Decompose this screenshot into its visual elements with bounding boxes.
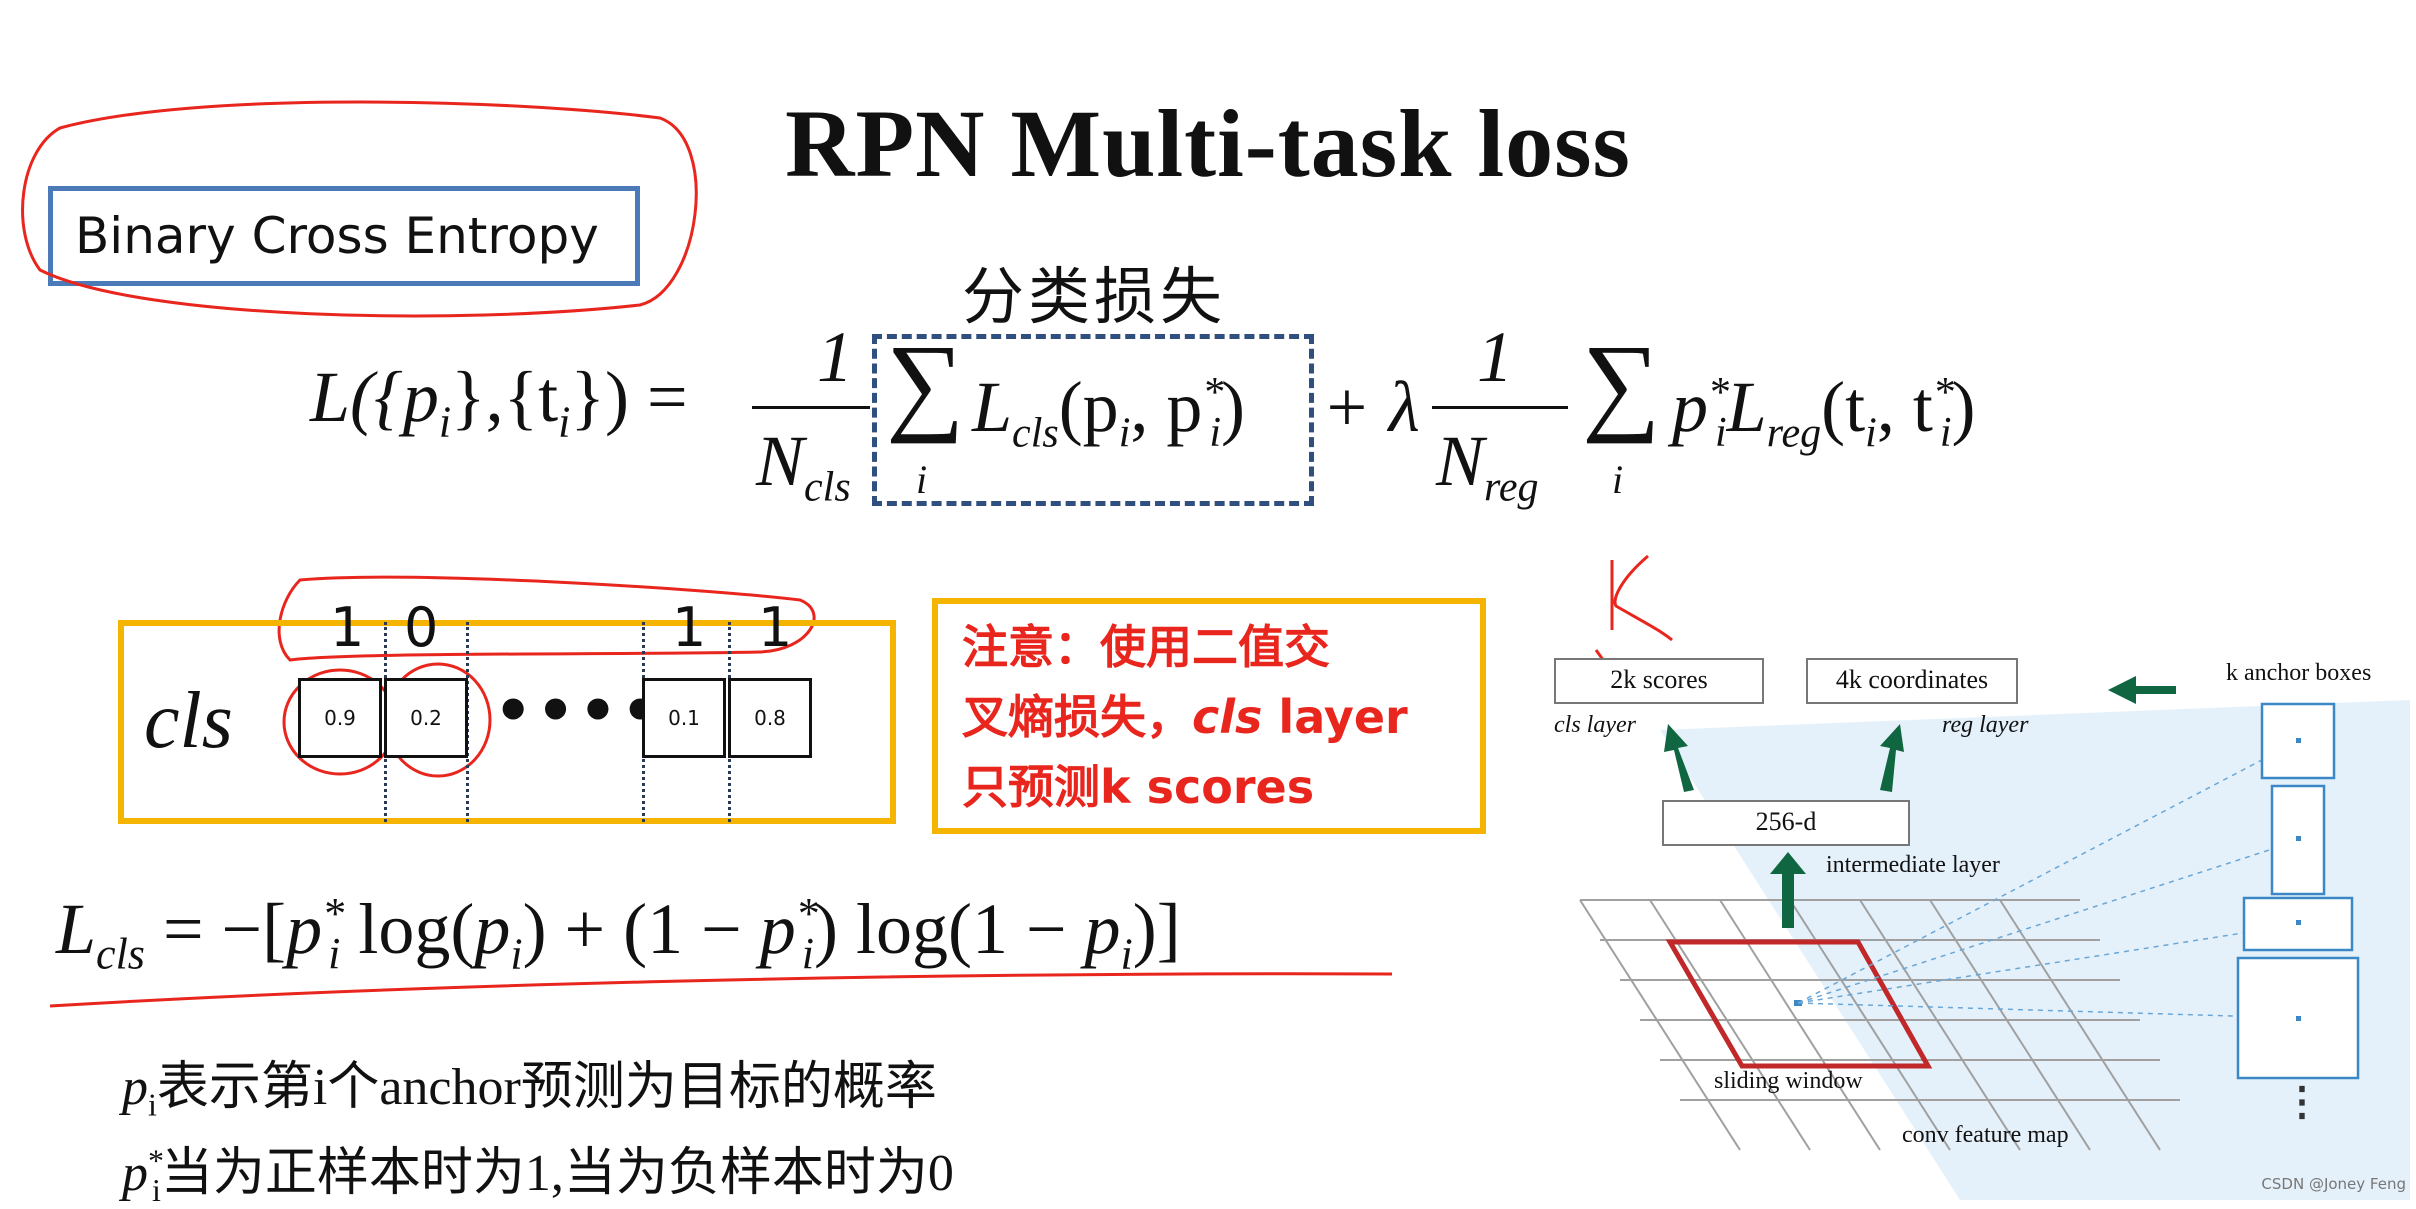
note-box (932, 598, 1486, 834)
anchor-box-3 (2242, 896, 2354, 952)
slide-title: RPN Multi-task loss (785, 90, 1631, 197)
note-line-3: 只预测k scores (962, 760, 1315, 814)
sum1-sub: i (916, 457, 928, 502)
frac1-bar (752, 406, 870, 409)
lcls-underline-annotation (49, 972, 1393, 1008)
arrow-up-cls (1664, 724, 1694, 792)
more-anchors-vdots: ⋮ (2282, 1079, 2322, 1124)
note-line-1: 注意：使用二值交 (962, 620, 1330, 674)
sum1-symbol: ∑ (886, 322, 965, 444)
reg-layer-label: reg layer (1942, 712, 2029, 738)
desc-line-1: pi表示第i个anchor预测为目标的概率 (122, 1059, 937, 1123)
bce-label-box: Binary Cross Entropy (48, 186, 640, 286)
intermediate-layer-label: intermediate layer (1826, 852, 2000, 878)
anchor-rays (1797, 739, 2301, 1019)
cls-term-dashed-box (872, 334, 1314, 506)
conv-feature-map-grid (1579, 899, 2180, 1151)
reg-term: p*iLreg(ti, t*i) (1672, 367, 1976, 457)
arrow-up-reg (1880, 724, 1904, 792)
formula-lhs: L({p (310, 357, 439, 437)
d256-box: 256-d (1662, 800, 1910, 846)
formula-lhs-sub2: i (558, 397, 571, 447)
formula-lhs-sub1: i (438, 397, 452, 447)
frac2-bar (1432, 406, 1568, 409)
anchor-centers (2296, 738, 2301, 1021)
note-text: 注意：使用二值交 叉熵损失，cls layer 只预测k scores (962, 612, 1482, 822)
anchor-box-2 (2270, 784, 2326, 896)
desc-line-2: p*i当为正样本时为1,当为负样本时为0 (122, 1142, 954, 1209)
cls-layer-label: cls layer (1554, 712, 1636, 738)
lcls-formula: Lcls = −[p*i log(pi) + (1 − p*i) log(1 −… (56, 889, 1181, 979)
score-cell-2: 0.2 (384, 678, 468, 758)
sum2-symbol: ∑ (1582, 322, 1661, 444)
scores-box: 2k scores (1554, 658, 1764, 704)
cls-term: Lcls(pi, p*i) (972, 367, 1246, 457)
coordinates-box: 4k coordinates (1806, 658, 2018, 704)
loss-formula: L({pi},{ti}) = (310, 356, 688, 447)
score-cell-1: 0.9 (298, 678, 382, 758)
frac1-numerator: 1 (817, 317, 853, 397)
watermark: CSDN @Joney Feng (2261, 1175, 2406, 1193)
green-arrows (1664, 676, 2176, 928)
anchor-boxes-label: k anchor boxes (2226, 660, 2372, 686)
handwritten-k-annotation (1610, 554, 1673, 642)
arrow-left-anchors (2108, 676, 2176, 704)
sum2-sub: i (1612, 457, 1624, 502)
frac2-denominator: Nreg (1436, 421, 1539, 511)
arrow-up-intermediate (1770, 852, 1806, 928)
cls-example-box (118, 620, 896, 824)
cls-label: cls (144, 677, 233, 765)
score-cell-4: 0.8 (728, 678, 812, 758)
sliding-window (1665, 939, 1933, 1069)
formula-lhs-mid: },{t (451, 357, 559, 437)
note-line-2: 叉熵损失，cls layer (962, 690, 1408, 744)
top-label-2: 0 (404, 596, 439, 659)
frac1-denominator: Ncls (756, 421, 851, 511)
labels-circle-annotation (277, 575, 816, 662)
score-cell-3: 0.1 (642, 678, 726, 758)
top-label-3: 1 (672, 596, 707, 659)
classification-loss-annotation: 分类损失 (962, 260, 1227, 333)
formula-lhs-end: }) = (570, 357, 688, 437)
bce-circle-annotation (21, 100, 698, 318)
plus-lambda: + λ (1322, 367, 1420, 447)
top-label-1: 1 (330, 596, 365, 659)
conv-feature-map-label: conv feature map (1902, 1122, 2069, 1148)
frac2-numerator: 1 (1477, 317, 1513, 397)
top-label-4: 1 (758, 596, 793, 659)
sliding-window-label: sliding window (1714, 1068, 1863, 1094)
